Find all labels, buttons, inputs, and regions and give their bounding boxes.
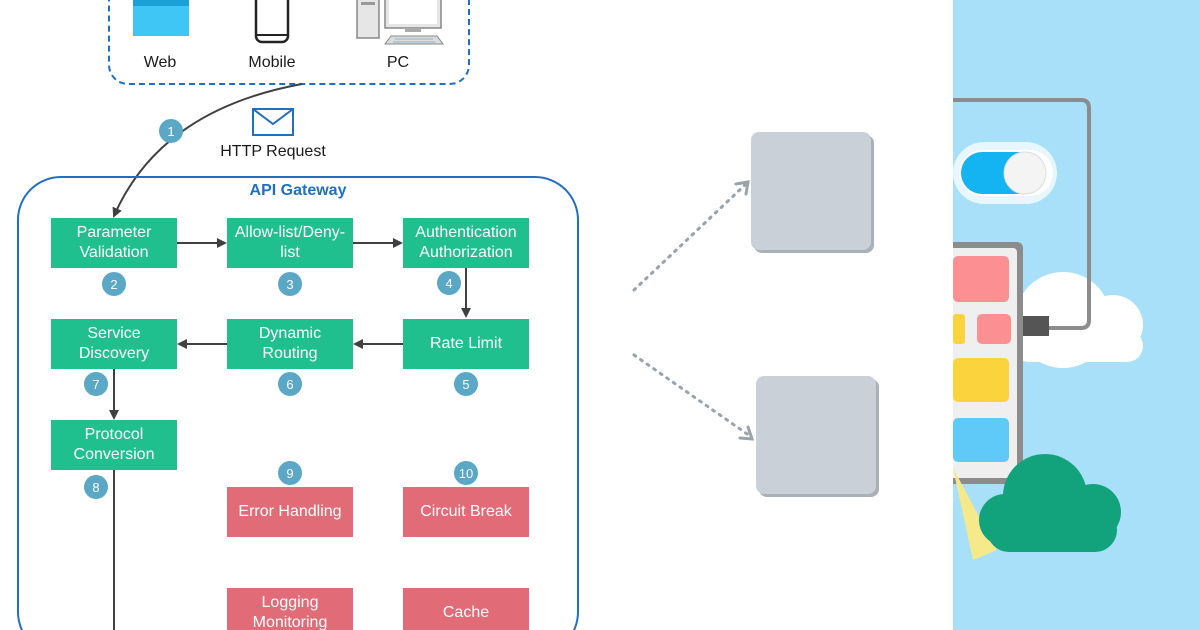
step-badge-2: 2 bbox=[102, 272, 126, 296]
step-badge-10: 10 bbox=[454, 461, 478, 485]
http-request-label: HTTP Request bbox=[220, 143, 326, 160]
step-authentication: Authentication Authorization bbox=[403, 218, 529, 268]
dotted-arrows bbox=[632, 180, 755, 441]
web-label: Web bbox=[143, 54, 177, 71]
envelope-icon bbox=[252, 108, 294, 136]
step-dynamic-routing: Dynamic Routing bbox=[227, 319, 353, 369]
api-gateway-container bbox=[17, 176, 579, 630]
web-icon bbox=[133, 0, 189, 36]
step-rate-limit: Rate Limit bbox=[403, 319, 529, 369]
pc-label: PC bbox=[386, 54, 410, 71]
step-badge-4: 4 bbox=[437, 271, 461, 295]
pc-icon bbox=[356, 0, 444, 45]
step-allow-deny-list: Allow-list/Deny- list bbox=[227, 218, 353, 268]
mobile-icon bbox=[254, 0, 290, 44]
step-parameter-validation: Parameter Validation bbox=[51, 218, 177, 268]
step-badge-9: 9 bbox=[278, 461, 302, 485]
right-illustration-panel bbox=[953, 0, 1200, 630]
service-block-upper bbox=[751, 132, 871, 250]
step-badge-3: 3 bbox=[278, 272, 302, 296]
client-group bbox=[108, 0, 470, 85]
circuit-break-box: Circuit Break bbox=[403, 487, 529, 537]
flow-connectors bbox=[109, 83, 471, 630]
api-gateway-title: API Gateway bbox=[249, 182, 347, 199]
cache-box: Cache bbox=[403, 588, 529, 630]
step-badge-7: 7 bbox=[84, 372, 108, 396]
step-service-discovery: Service Discovery bbox=[51, 319, 177, 369]
step-badge-5: 5 bbox=[454, 372, 478, 396]
step-protocol-conversion: Protocol Conversion bbox=[51, 420, 177, 470]
cloud-device-illustration bbox=[953, 98, 1143, 560]
error-handling-box: Error Handling bbox=[227, 487, 353, 537]
service-block-lower bbox=[756, 376, 876, 494]
step-badge-1: 1 bbox=[159, 119, 183, 143]
step-badge-8: 8 bbox=[84, 475, 108, 499]
logging-monitoring-box: Logging Monitoring bbox=[227, 588, 353, 630]
step-badge-6: 6 bbox=[278, 372, 302, 396]
mobile-label: Mobile bbox=[248, 54, 296, 71]
